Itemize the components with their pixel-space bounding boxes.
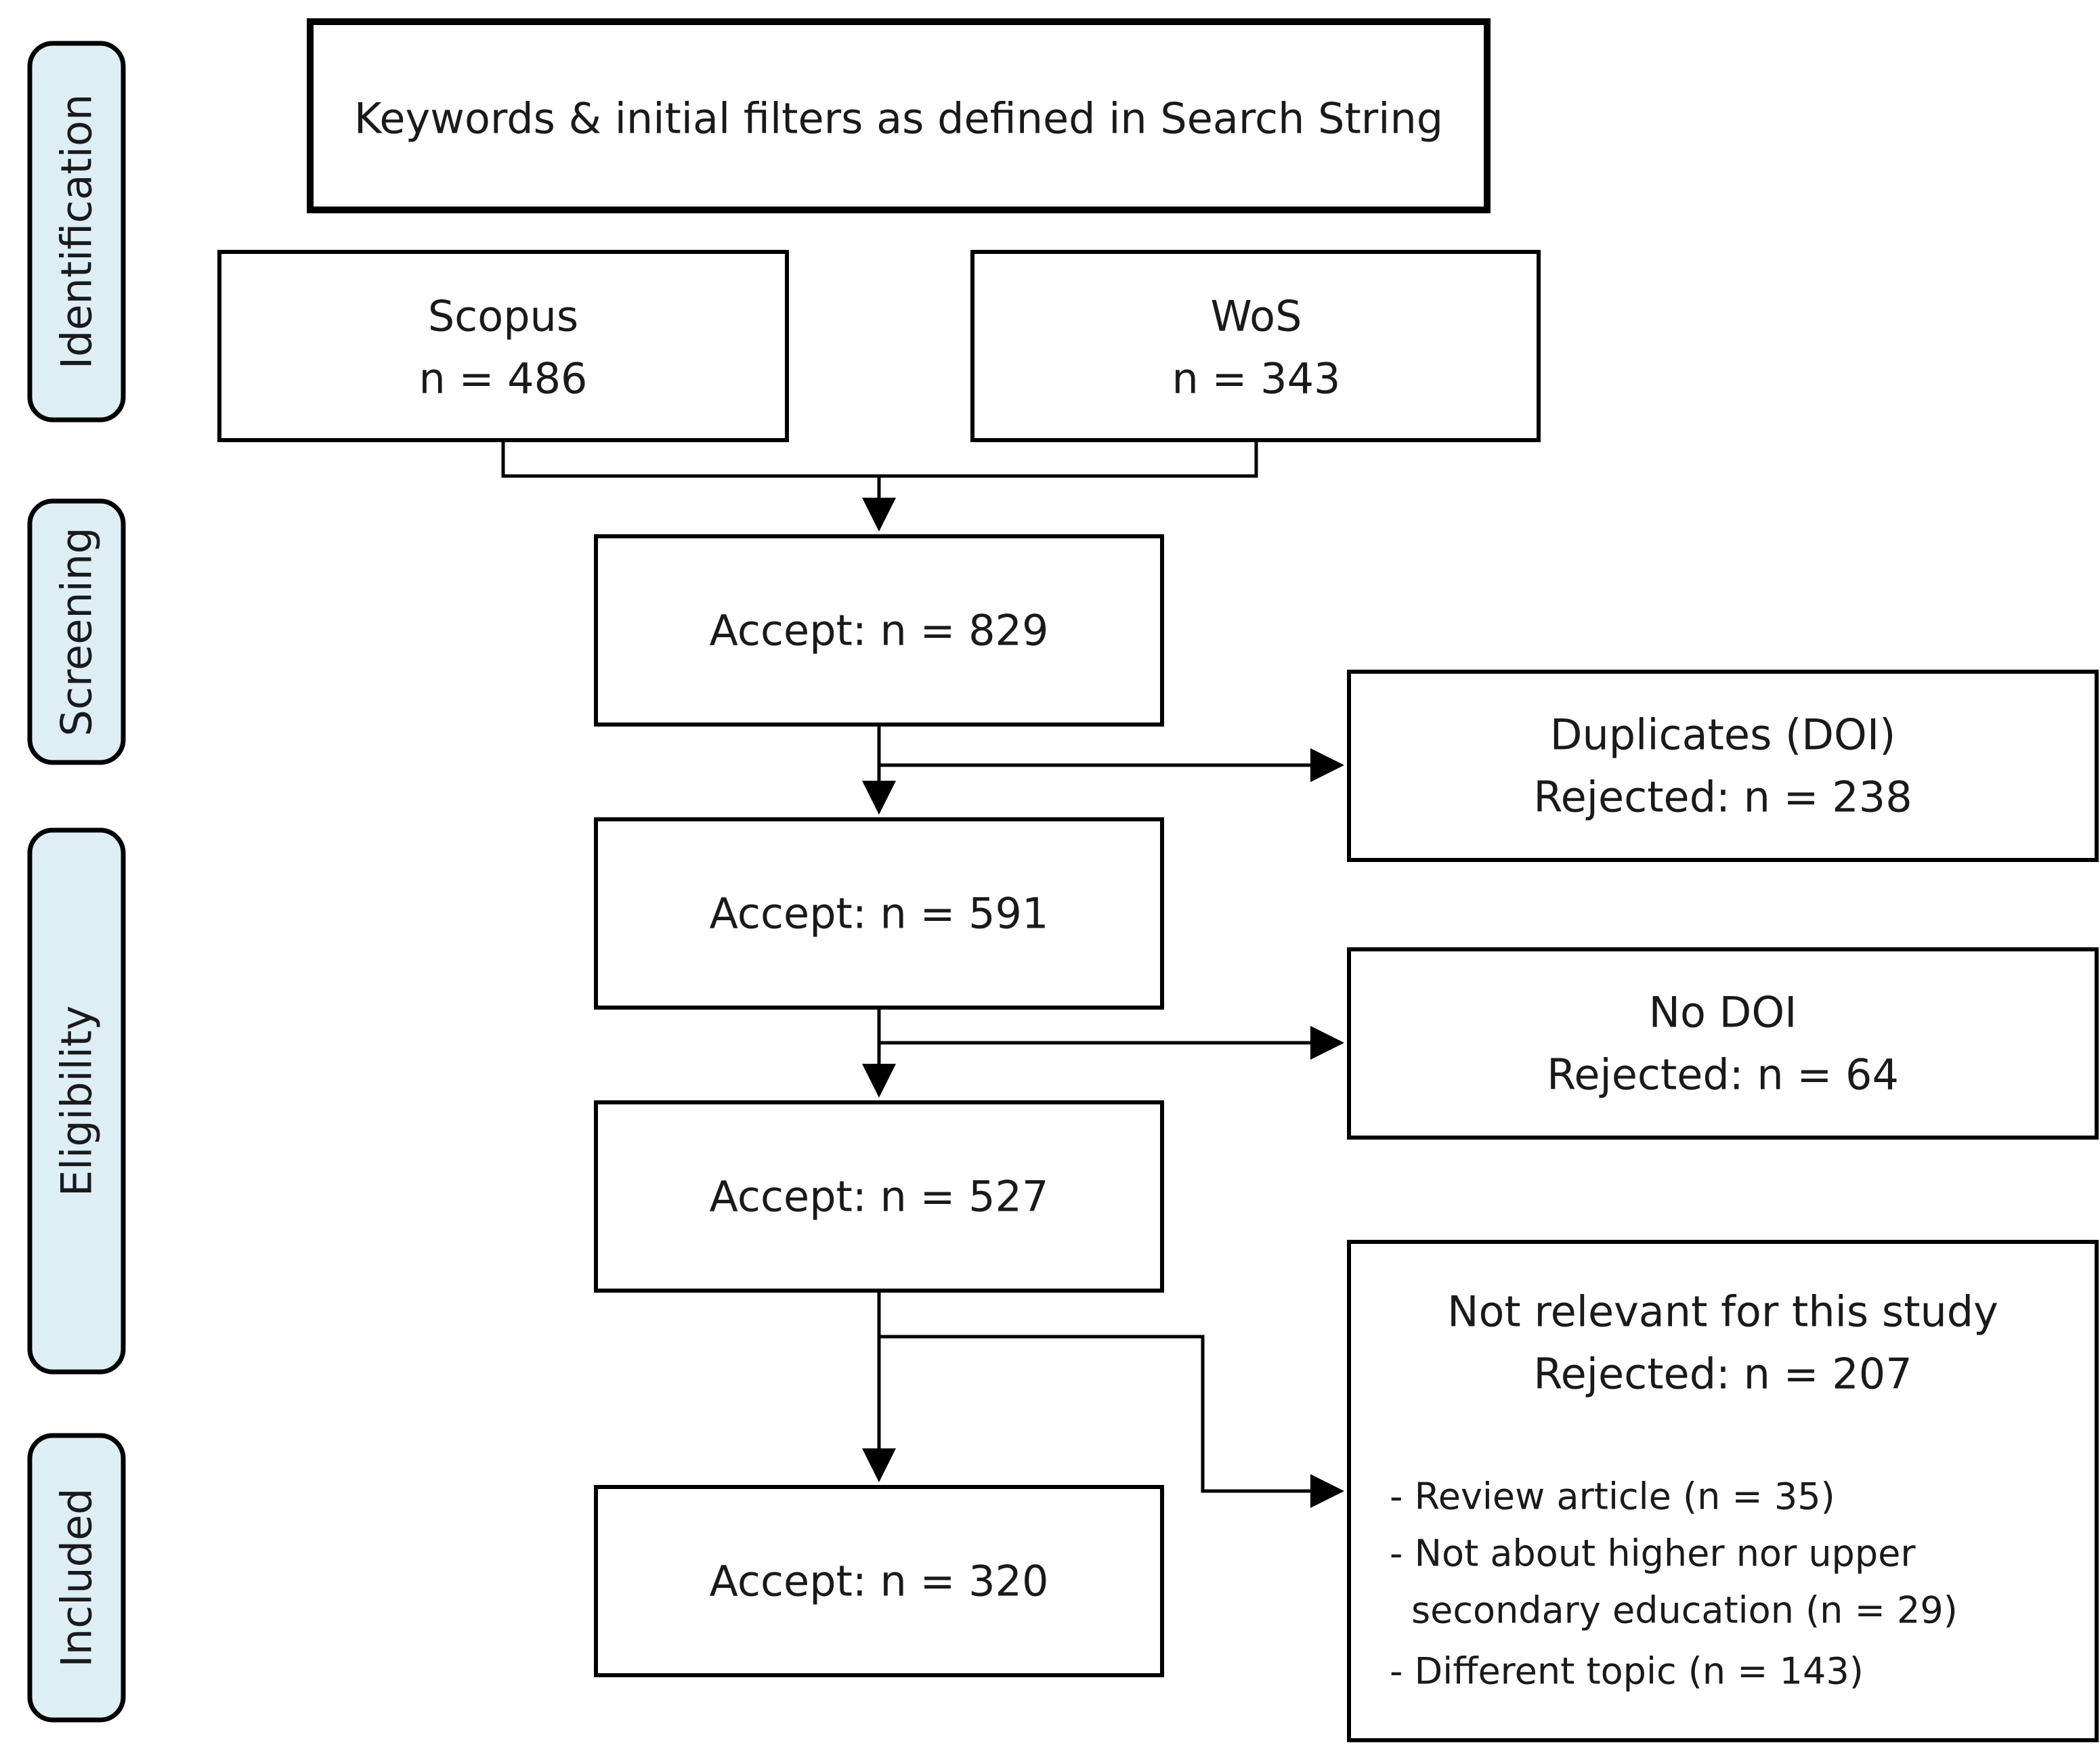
- search-string-label: Keywords & initial filters as defined in…: [354, 94, 1443, 144]
- source-scopus-name: Scopus: [428, 292, 578, 341]
- duplicates-title: Duplicates (DOI): [1550, 710, 1896, 760]
- merge-connector: [501, 440, 1258, 532]
- notrelevant-count: Rejected: n = 207: [1533, 1350, 1912, 1399]
- rejected-duplicates-box: Duplicates (DOI) Rejected: n = 238: [1347, 670, 2099, 862]
- accept-829-label: Accept: n = 829: [710, 606, 1049, 655]
- rejected-notrelevant-box: Not relevant for this study Rejected: n …: [1347, 1240, 2099, 1742]
- branch-arrows: [879, 748, 1344, 1508]
- accept-box-527: Accept: n = 527: [594, 1100, 1164, 1293]
- stage-eligibility-label: Eligibility: [52, 1006, 102, 1196]
- accept-591-label: Accept: n = 591: [710, 889, 1049, 939]
- duplicates-count: Rejected: n = 238: [1533, 773, 1912, 822]
- source-wos-count: n = 343: [1172, 354, 1341, 404]
- stage-screening: Screening: [27, 498, 126, 765]
- source-wos-box: WoS n = 343: [970, 250, 1541, 442]
- reason-not-higher-education-cont: secondary education (n = 29): [1411, 1589, 1958, 1632]
- reason-different-topic: - Different topic (n = 143): [1390, 1650, 1864, 1693]
- stage-included-label: Included: [52, 1488, 102, 1667]
- nodoi-title: No DOI: [1649, 988, 1797, 1037]
- stage-eligibility: Eligibility: [27, 827, 126, 1375]
- reason-review-article: - Review article (n = 35): [1390, 1475, 1835, 1518]
- rejected-nodoi-box: No DOI Rejected: n = 64: [1347, 947, 2099, 1140]
- accept-box-320: Accept: n = 320: [594, 1485, 1164, 1677]
- nodoi-count: Rejected: n = 64: [1547, 1050, 1899, 1100]
- source-scopus-count: n = 486: [419, 354, 588, 404]
- notrelevant-title: Not relevant for this study: [1447, 1287, 1998, 1337]
- search-string-box: Keywords & initial filters as defined in…: [307, 18, 1491, 213]
- accept-box-591: Accept: n = 591: [594, 817, 1164, 1010]
- accept-320-label: Accept: n = 320: [710, 1557, 1049, 1606]
- accept-527-label: Accept: n = 527: [710, 1172, 1049, 1222]
- accept-box-829: Accept: n = 829: [594, 534, 1164, 727]
- source-wos-name: WoS: [1211, 292, 1302, 341]
- source-scopus-box: Scopus n = 486: [217, 250, 789, 442]
- stage-screening-label: Screening: [52, 527, 102, 736]
- reason-not-higher-education: - Not about higher nor upper: [1390, 1532, 1916, 1575]
- stage-identification-label: Identification: [52, 94, 102, 370]
- stage-identification: Identification: [27, 41, 126, 423]
- stage-included: Included: [27, 1433, 126, 1723]
